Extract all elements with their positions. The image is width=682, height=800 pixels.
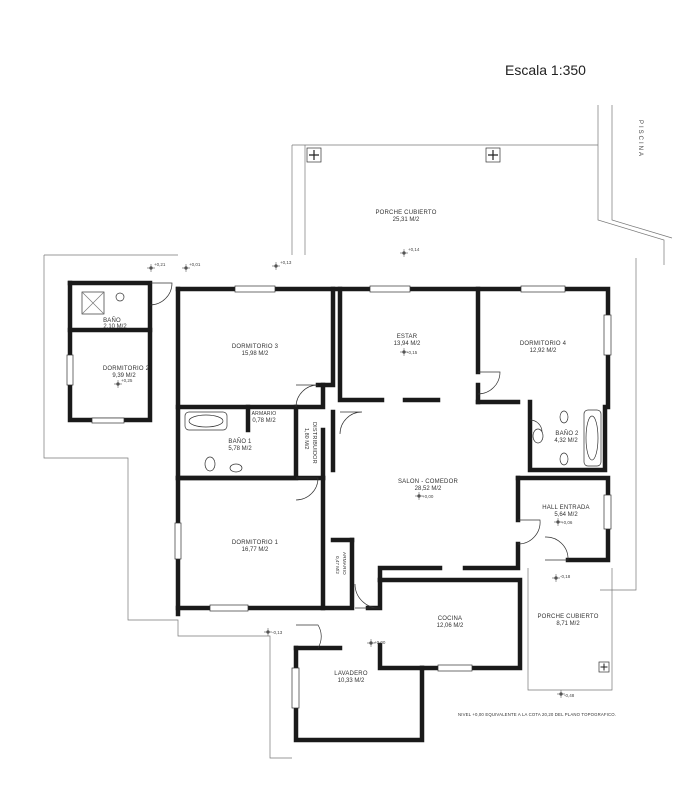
salon-name: SALON - COMEDOR [398,479,458,485]
level-marker: +0,14 [400,247,420,257]
hall-area: 5,64 M/2 [554,512,578,518]
scale-label: Escala 1:350 [505,62,586,78]
level-marker: -0,48 [557,690,575,698]
svg-text:+0,01: +0,01 [189,262,201,267]
sink-icon [229,463,243,473]
sink-icon [115,292,125,302]
svg-text:-0,15: -0,15 [407,350,418,355]
porche-bottom-area: 8,71 M/2 [556,621,580,627]
distribuidor-area: 1,80 M/2 [303,428,309,449]
level-note: NIVEL +0,00 EQUIVALENTE A LA COTA 20,20 … [458,712,616,717]
svg-text:+0,25: +0,25 [121,378,133,383]
cocina-area: 12,06 M/2 [437,623,464,629]
porche-top-area: 25,31 M/2 [393,217,420,223]
svg-text:-0,18: -0,18 [560,574,571,579]
bano-small-area: 2,10 M/2 [103,324,127,330]
site-outlines [43,105,673,759]
dormitorio2-area: 9,39 M/2 [112,373,136,379]
level-marker: +0,01 [182,262,201,272]
svg-text:-0,13: -0,13 [272,630,283,635]
walls [67,280,611,743]
dormitorio4-name: DORMITORIO 4 [520,341,567,347]
hall-name: HALL ENTRADA [542,505,590,511]
svg-text:+0,00: +0,00 [422,494,434,499]
bano-small-name: BAÑO [103,317,121,324]
dormitorio1-name: DORMITORIO 1 [232,540,279,546]
dormitorio4-area: 12,92 M/2 [530,348,557,354]
dormitorio1-area: 16,77 M/2 [242,547,269,553]
bano1-name: BAÑO 1 [228,438,252,445]
level-marker: -0,18 [552,574,571,582]
distribuidor-name: DISTRIBUIDOR [311,422,317,464]
svg-text:+0,14: +0,14 [408,247,420,252]
room-labels: PORCHE CUBIERTO 25,31 M/2 BAÑO 2,10 M/2 … [103,210,599,684]
level-markers: +0,21 +0,01 +0,13 +0,14 +0,25 -0,15 +0,0… [114,247,575,698]
salon-area: 28,52 M/2 [415,486,442,492]
windows [66,285,612,709]
level-marker: -0,15 [400,348,418,356]
armario1-area: 0,78 M/2 [252,418,276,424]
dormitorio3-area: 15,98 M/2 [242,351,269,357]
estar-area: 13,94 M/2 [394,341,421,347]
bano2-name: BAÑO 2 [555,430,579,437]
bano1-area: 5,78 M/2 [228,446,252,452]
toilet-icon [559,410,569,424]
svg-text:+0,13: +0,13 [280,260,292,265]
svg-text:+0,00: +0,00 [374,640,386,645]
cocina-name: COCINA [438,616,463,622]
dormitorio3-name: DORMITORIO 3 [232,344,279,350]
bano2-area: 4,32 M/2 [554,438,578,444]
level-marker: +0,06 [554,518,573,526]
pool-label: PISCINA [637,120,643,158]
porch-columns [306,147,610,673]
level-marker: -0,13 [264,628,283,636]
level-marker: +0,25 [114,378,133,388]
lavadero-name: LAVADERO [334,671,368,677]
fixtures [81,291,602,473]
doors [149,282,569,649]
sink-icon [532,428,544,444]
level-marker: +0,00 [367,639,386,647]
armario1-name: ARMARIO [252,411,277,417]
bidet-icon [559,452,569,466]
armario2-name: ARMARIO [342,552,347,575]
level-marker: +0,00 [415,492,434,500]
lavadero-area: 10,33 M/2 [338,678,365,684]
svg-text:-0,48: -0,48 [564,693,575,698]
porche-top-name: PORCHE CUBIERTO [375,210,436,216]
dormitorio2-name: DORMITORIO 2 [103,366,150,372]
level-marker: +0,13 [272,260,292,270]
svg-text:+0,06: +0,06 [561,520,573,525]
svg-text:+0,21: +0,21 [154,262,166,267]
porche-bottom-name: PORCHE CUBIERTO [537,614,598,620]
toilet-icon [204,456,216,472]
armario2-area: 0,47 M/2 [335,556,340,574]
estar-name: ESTAR [397,334,418,340]
level-marker: +0,21 [147,262,166,272]
